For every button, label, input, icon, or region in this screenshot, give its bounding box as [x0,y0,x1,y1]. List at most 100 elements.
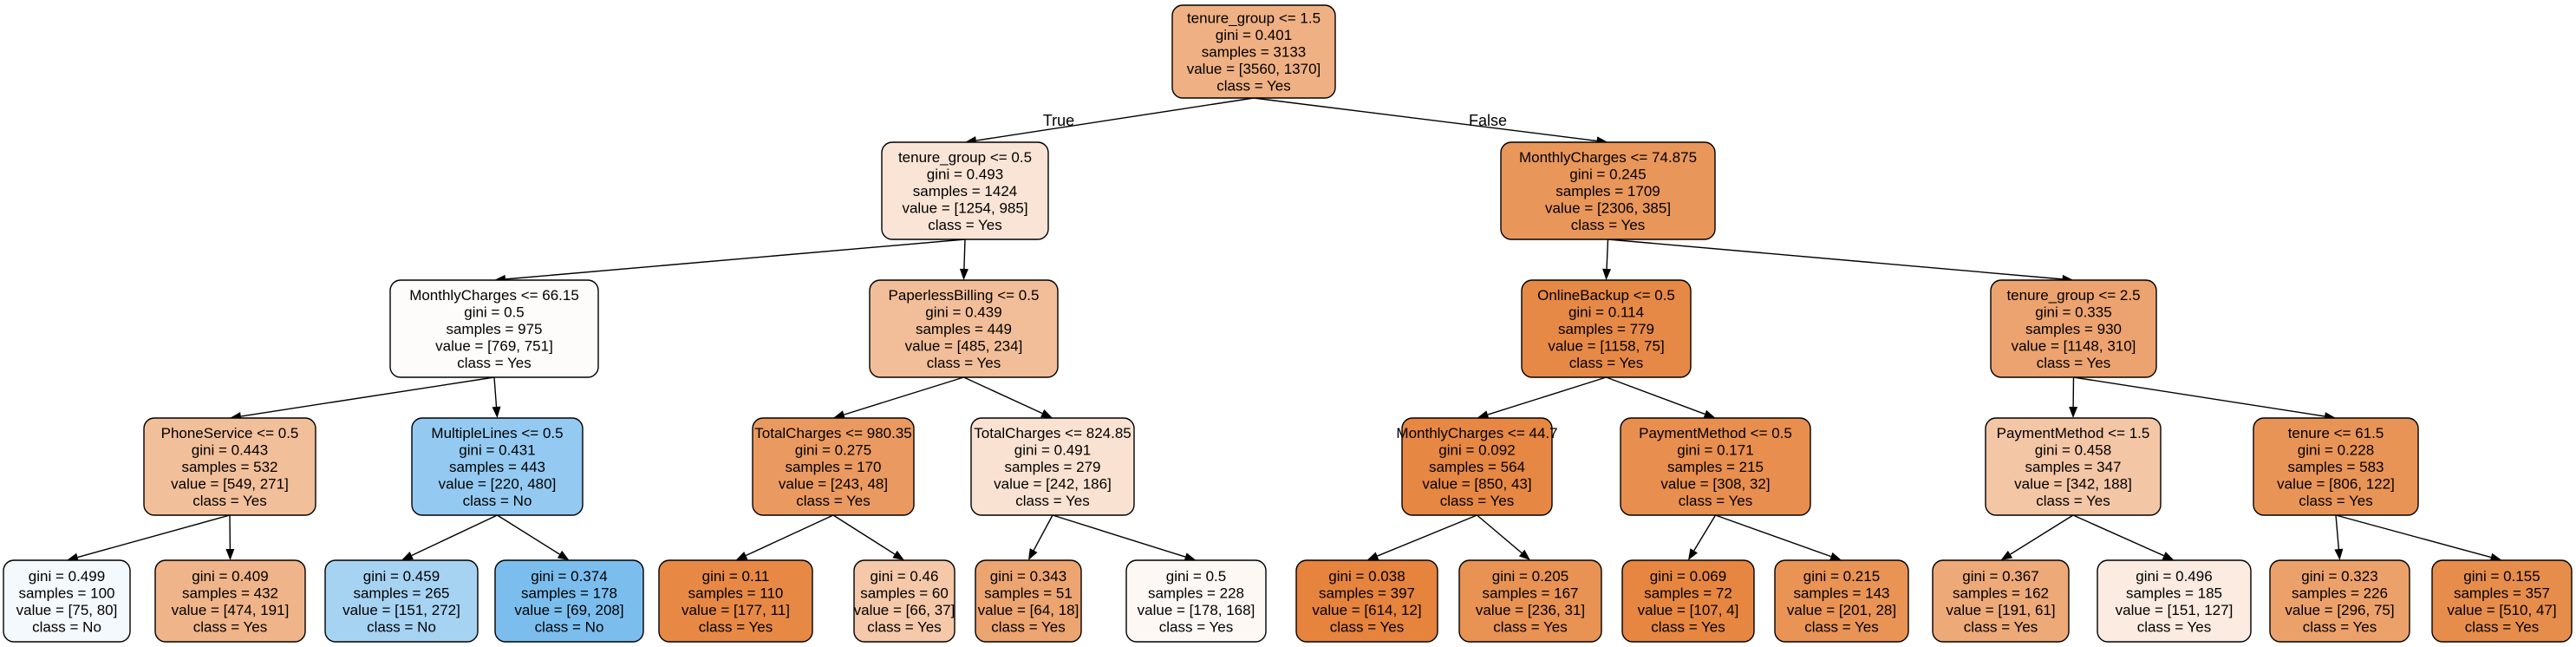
edge-line [1487,376,1607,415]
node-box [1401,417,1553,516]
node-text-line: class = Yes [699,618,773,635]
node-text-line: class = Yes [927,355,1001,371]
arrow-head [1602,268,1612,280]
node-box [975,559,1082,643]
node-text-line: samples = 449 [916,321,1012,337]
node-text-line: gini = 0.215 [1803,568,1880,585]
node-text-line: tenure_group <= 2.5 [2006,287,2140,304]
node-text-line: OnlineBackup <= 0.5 [1537,287,1675,304]
node-text-line: samples = 930 [2025,321,2122,337]
node-text-line: value = [296, 75] [2285,602,2394,618]
node-text-line: class = Yes [1216,78,1291,95]
node-box [3,559,131,643]
node-text-line: gini = 0.367 [1962,568,2038,585]
node-box [143,417,316,516]
tree-edge [2069,376,2078,418]
arrow-head [1040,409,1053,418]
tree-edge [1688,514,1717,560]
tree-edges [67,97,2502,562]
edge-line [2335,514,2340,550]
node-text-line: samples = 178 [521,585,617,601]
edge-line [497,514,560,555]
node-text-line: gini = 0.46 [871,568,939,585]
node-text-line: gini = 0.499 [29,568,105,585]
node-text-line: gini = 0.343 [990,568,1066,585]
node-box [1521,279,1692,378]
tree-edge [1028,514,1053,560]
edge-line [2010,514,2074,555]
node-text-line: samples = 1424 [913,183,1018,199]
node-text-line: value = [151, 272] [342,602,460,618]
arrow-head [2334,548,2344,560]
node-text-line: samples = 1709 [1555,183,1660,199]
edge-line [1606,239,1609,270]
node-text-line: gini = 0.459 [363,568,440,585]
node-text-line: value = [850, 43] [1422,476,1531,493]
node-text-line: gini = 0.069 [1650,568,1726,585]
node-box [1932,559,2070,643]
node-text-line: value = [75, 80] [16,602,118,618]
node-text-line: samples = 143 [1793,585,1889,601]
node-text-line: MultipleLines <= 0.5 [431,425,563,441]
node-text-line: PhoneService <= 0.5 [161,425,299,441]
node-text-line: gini = 0.038 [1328,568,1405,585]
node-text-line: value = [177, 11] [681,602,790,618]
node-text-line: samples = 162 [1953,585,2049,601]
node-text-line: value = [178, 168] [1138,602,1255,618]
node-text-line: value = [474, 191] [172,602,290,618]
tree-edge [959,239,968,280]
node-text-line: gini = 0.431 [459,442,535,459]
tree-edge [1477,514,1530,560]
node-box [154,559,306,643]
node-text-line: value = [1254, 985] [902,200,1027,217]
node-text-line: MonthlyCharges <= 44.7 [1396,425,1557,441]
node-box [1620,417,1811,516]
node-text-line: samples = 779 [1558,321,1654,337]
node-text-line: value = [806, 122] [2277,476,2395,493]
node-text-line: gini = 0.443 [192,442,268,459]
node-text-line: samples = 72 [1644,585,1732,601]
node-box [1500,141,1716,240]
node-text-line: class = Yes [1571,217,1646,233]
node-text-line: value = [3560, 1370] [1187,61,1321,77]
tree-edge [2073,376,2336,421]
node-text-line: value = [243, 48] [779,476,888,493]
node-box [869,279,1059,378]
node-text-line: gini = 0.092 [1438,442,1515,459]
node-text-line: value = [201, 28] [1787,602,1896,618]
tree-edge [1715,514,1842,561]
node-text-line: gini = 0.5 [464,304,524,321]
edge-line [1608,239,2063,280]
node-text-line: tenure_group <= 0.5 [898,149,1032,166]
tree-edge [67,514,231,562]
node-text-line: gini = 0.155 [2463,568,2540,585]
edge-line [411,514,498,557]
node-text-line: class = Yes [867,618,942,635]
node-text-line: class = Yes [1493,618,1568,635]
node-text-line: class = Yes [1440,493,1515,509]
node-text-line: gini = 0.228 [2298,442,2374,459]
node-text-line: value = [107, 4] [1638,602,1739,618]
node-text-line: class = Yes [1330,618,1405,635]
tree-edge [230,376,495,421]
node-box [494,559,644,643]
node-text-line: gini = 0.11 [702,568,770,585]
arrow-head [225,548,235,560]
node-text-line: value = [66, 37] [854,602,955,618]
node-text-line: samples = 357 [2454,585,2550,601]
